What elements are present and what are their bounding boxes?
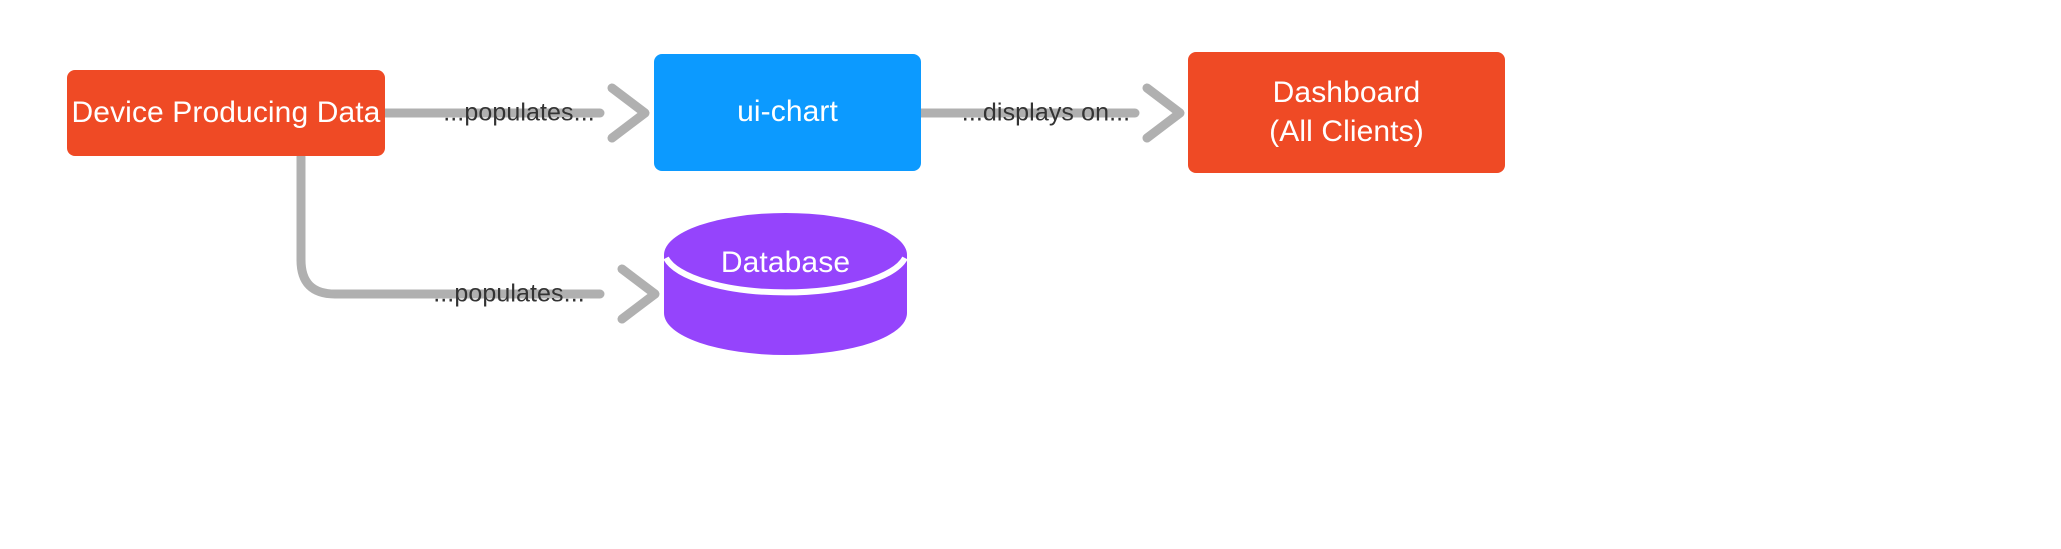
edge-label-device-to-uichart: ...populates... (443, 98, 595, 127)
edge-device-to-uichart (380, 83, 650, 143)
edge-label-uichart-to-dashboard: ...displays on... (961, 98, 1131, 127)
arrowhead-uichart-to-dashboard (1142, 83, 1185, 143)
edge-device-to-database (296, 152, 660, 324)
node-dashboard-label: Dashboard (All Clients) (1269, 76, 1424, 148)
node-ui-chart-label: ui-chart (737, 95, 838, 129)
arrowhead-device-to-database (617, 264, 660, 324)
node-database-label: Database (720, 246, 851, 279)
node-device-producing-data-label: Device Producing Data (71, 95, 381, 129)
cylinder-top (664, 213, 907, 297)
node-dashboard[interactable]: Dashboard (All Clients) (1188, 52, 1505, 173)
node-database[interactable]: Database (664, 224, 907, 356)
node-ui-chart[interactable]: ui-chart (654, 54, 921, 171)
arrowhead-device-to-uichart (607, 83, 650, 143)
node-device-producing-data[interactable]: Device Producing Data (67, 70, 385, 156)
cylinder-rim (663, 256, 908, 296)
edge-line-device-to-database (296, 152, 605, 299)
edge-label-device-to-database: ...populates... (433, 279, 585, 308)
edge-uichart-to-dashboard (916, 83, 1185, 143)
database-cylinder-shape (663, 213, 908, 355)
